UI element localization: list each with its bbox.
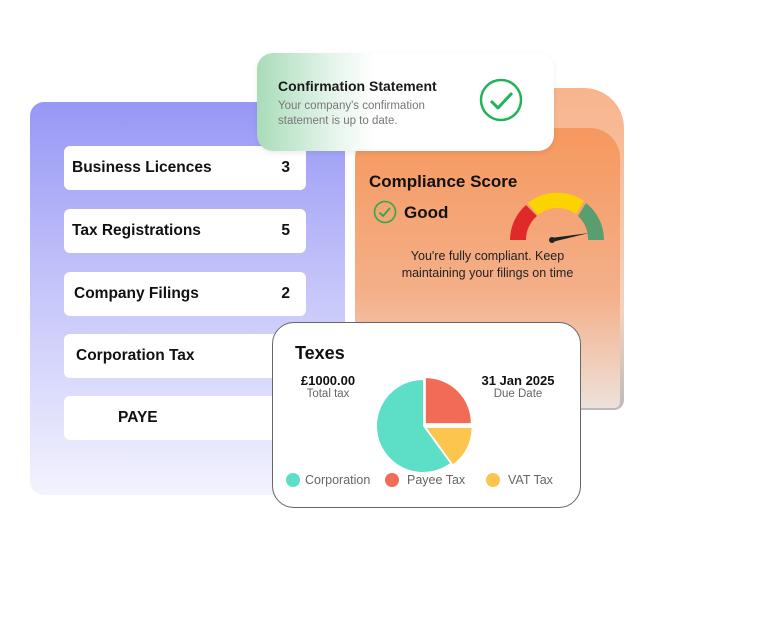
- compliance-title: Compliance Score: [369, 172, 518, 191]
- compliance-status: Good: [404, 203, 449, 222]
- pie-slice-vat-tax: [426, 427, 472, 465]
- summary-panel: Business Licences 3 Tax Registrations 5 Co…: [30, 102, 345, 495]
- confirmation-card: Confirmation Statement Your company's co…: [257, 53, 554, 151]
- legend-swatch: [385, 473, 399, 487]
- pie-slice-corporation: [377, 380, 451, 472]
- item-label: Tax Registrations: [72, 222, 201, 239]
- message-line: maintaining your filings on time: [401, 266, 574, 280]
- item-label: PAYE: [118, 409, 158, 426]
- check-circle-icon: [479, 78, 523, 122]
- confirmation-title: Confirmation Statement: [278, 78, 437, 94]
- message-line: You're fully compliant. Keep: [410, 249, 565, 263]
- legend-swatch: [486, 473, 500, 487]
- total-tax-label: Total tax: [306, 388, 350, 400]
- total-tax: £1000.00 Total tax: [293, 373, 363, 400]
- due-date-label: Due Date: [493, 388, 543, 400]
- item-label: Corporation Tax: [76, 347, 195, 364]
- text-line: Your company's confirmation: [278, 100, 425, 112]
- confirmation-text: Your company's confirmation statement is…: [278, 99, 425, 129]
- total-tax-value: £1000.00: [300, 373, 356, 388]
- due-date: 31 Jan 2025 Due Date: [473, 373, 563, 400]
- compliance-message: You're fully compliant. Keep maintaining…: [355, 248, 620, 282]
- list-item[interactable]: Business Licences 3: [64, 146, 306, 190]
- item-label: Business Licences: [72, 159, 212, 176]
- item-count: 5: [281, 222, 290, 239]
- legend-item: VAT Tax: [486, 473, 553, 487]
- legend-label: Corporation: [305, 473, 371, 487]
- legend-label: Payee Tax: [407, 473, 466, 487]
- check-circle-icon: [373, 200, 397, 224]
- item-label: Company Filings: [74, 285, 199, 302]
- tax-pie-chart: [377, 378, 472, 472]
- legend-item: Corporation: [286, 473, 370, 487]
- due-date-value: 31 Jan 2025: [481, 373, 555, 388]
- list-item[interactable]: Corporation Tax: [64, 334, 306, 378]
- text-line: statement is up to date.: [278, 115, 398, 127]
- item-count: 2: [281, 285, 290, 302]
- legend-label: VAT Tax: [508, 473, 553, 487]
- list-item[interactable]: PAYE: [64, 396, 306, 440]
- list-item[interactable]: Tax Registrations 5: [64, 209, 306, 253]
- compliance-gauge: [510, 192, 604, 243]
- taxes-title: Texes: [295, 343, 345, 363]
- gauge-needle: [551, 233, 589, 242]
- legend-swatch: [286, 473, 300, 487]
- list-item[interactable]: Company Filings 2: [64, 272, 306, 316]
- taxes-card: Texes £1000.00 Total tax 31 Jan 2025 Due…: [272, 322, 581, 508]
- item-count: 3: [281, 159, 290, 176]
- pie-slice-payee-tax: [425, 378, 471, 424]
- legend-item: Payee Tax: [385, 473, 465, 487]
